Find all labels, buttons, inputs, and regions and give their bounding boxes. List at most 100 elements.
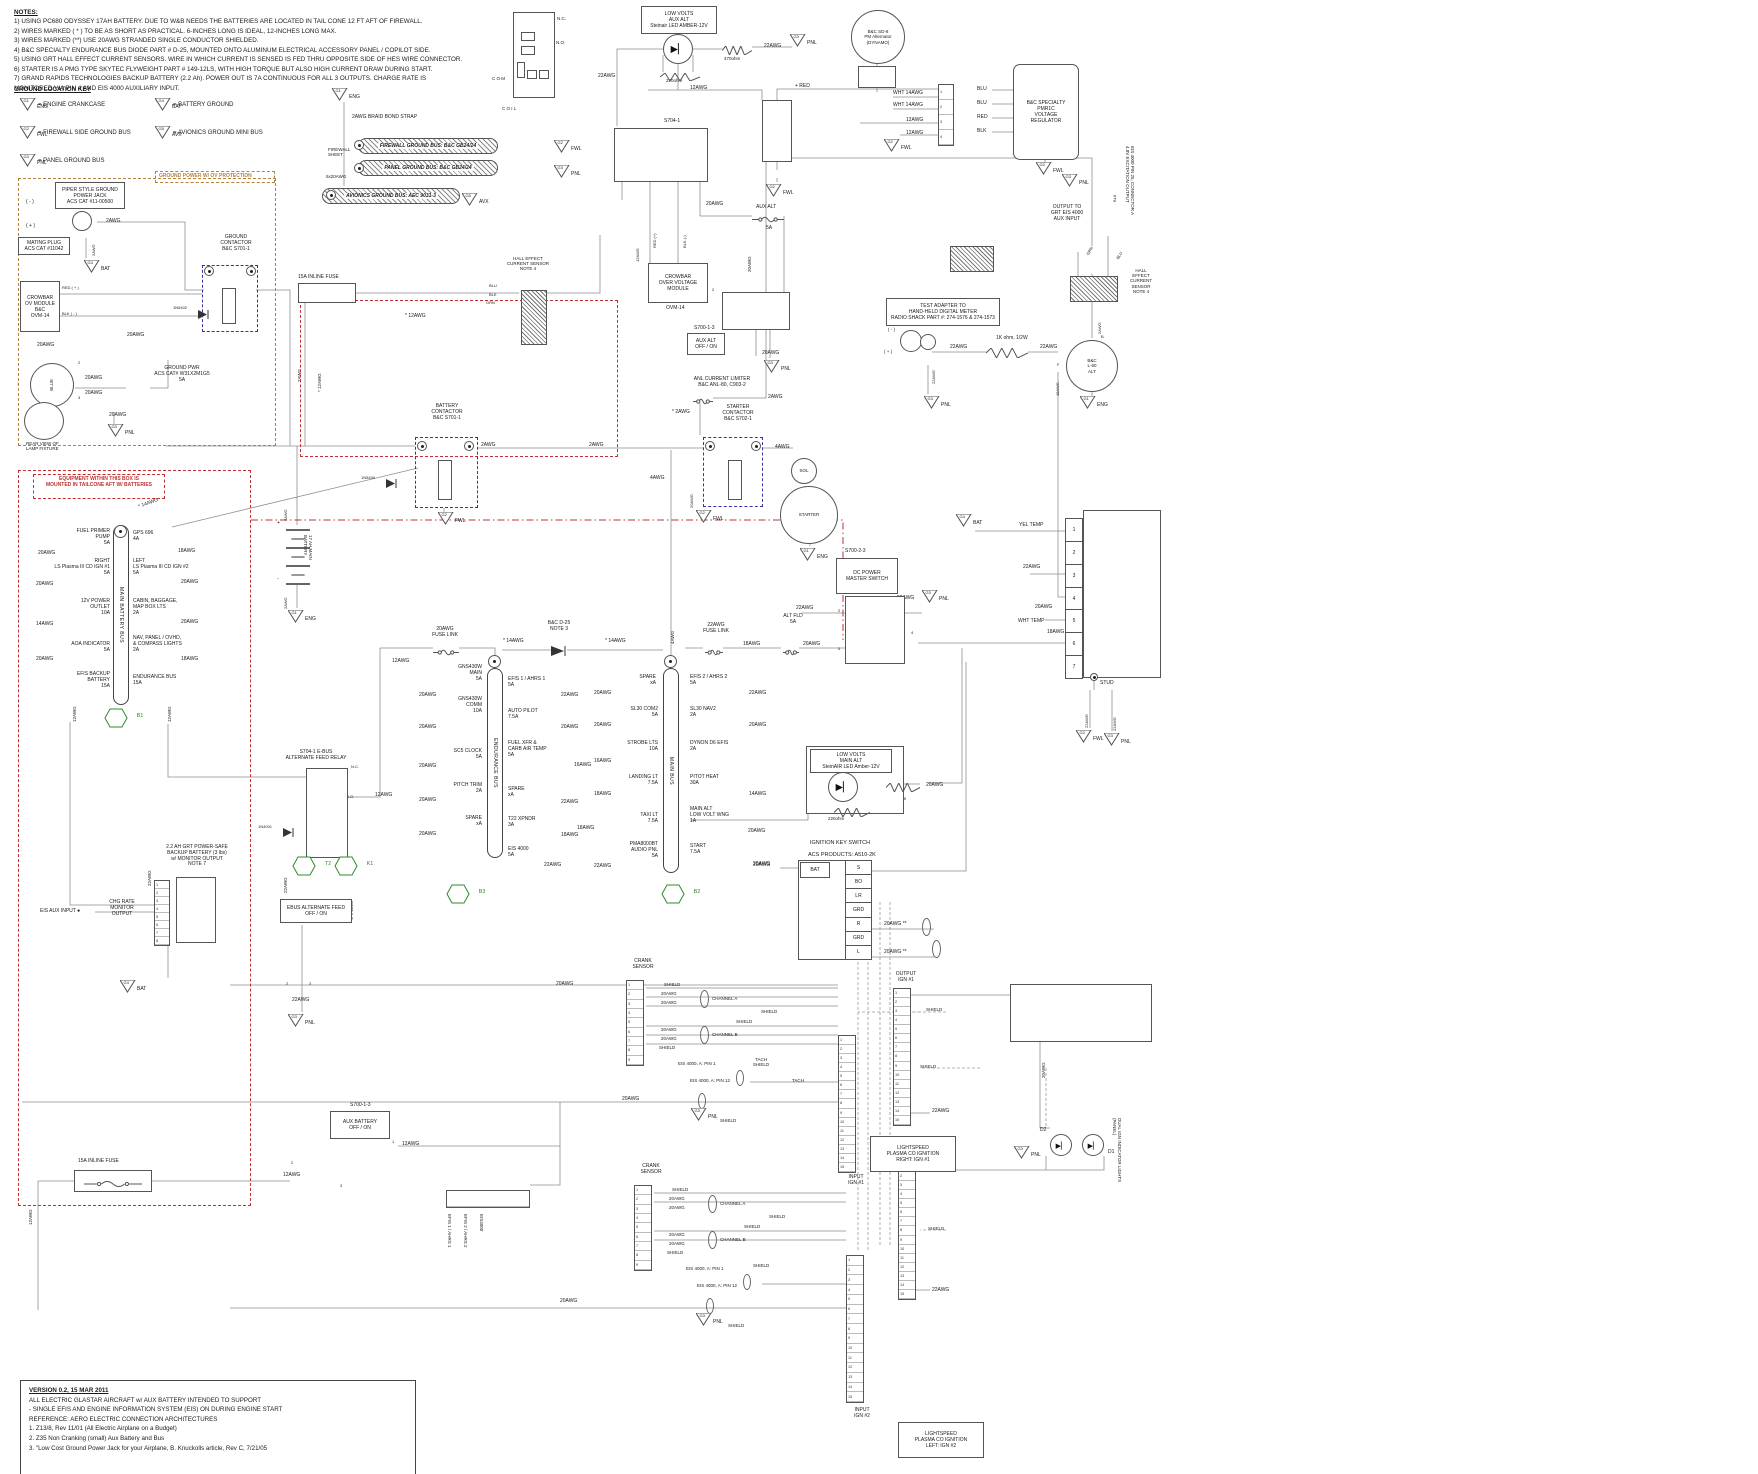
label-200: 20AWG (753, 861, 771, 867)
battery-contactor-coil (438, 460, 452, 500)
label-139: NAV, PANEL / OVHD, & COMPASS LIGHTS 2A (133, 635, 182, 653)
label-135: CABIN, BAGGAGE, MAP BOX LTS 2A (133, 598, 178, 616)
label-130: 20AWG (36, 581, 54, 587)
label-28: 2 (712, 287, 715, 292)
dc-master-switch-body (845, 596, 905, 664)
ground-power-ov-box (18, 178, 276, 446)
label-118: 4 (911, 630, 914, 635)
ground-contactor-coil (222, 288, 236, 324)
label-57: 20AWG (127, 332, 145, 338)
label-23: RED (+) (652, 233, 657, 248)
hex-b3: B3 (446, 884, 485, 904)
battery-bus-stud (114, 525, 127, 538)
label-232: 20AWG (661, 1036, 677, 1041)
label-237: EIS 4000, A: PIN 12 (690, 1078, 731, 1083)
relay-s704-label: S704-1 (664, 118, 681, 124)
version-line-2: ALL ELECTRIC GLASTAR AIRCRAFT w/ AUX BAT… (29, 1396, 261, 1404)
relay-detail-coil: C O I L (502, 106, 517, 111)
label-136: 20AWG (181, 619, 199, 625)
dual-ign-table-box (1010, 984, 1152, 1042)
main-battery-bus: MAIN BATTERY BUS (113, 525, 129, 705)
label-206: 1N4001 (258, 824, 273, 829)
label-166: EFIS 1 / AHRS 1 5A (508, 676, 546, 688)
main-470ohm (885, 779, 921, 794)
label-218: 20AWG (926, 782, 944, 788)
version-title: VERSION 0.2, 15 MAR 2011 (29, 1387, 109, 1394)
test-plug-outer (900, 330, 922, 352)
label-176: EIS 4000 5A (508, 846, 529, 858)
tailcone-box-main (18, 470, 251, 1206)
label-269: 20AWG (560, 1298, 578, 1304)
lr3c-controller-box (1083, 510, 1161, 678)
label-128: 18AWG (178, 548, 196, 554)
main-220ohm (833, 804, 871, 819)
relay-detail-coil1 (527, 70, 537, 79)
hex-t2: T2 (292, 856, 331, 876)
notes-block: NOTES: 1) USING PC680 ODYSSEY 17AH BATTE… (14, 8, 574, 93)
label-141: EFIS BACKUP BATTERY 15A (76, 671, 110, 689)
label-83: GRN (1085, 245, 1094, 256)
label-268: EIS 4000, A: PIN 12 (697, 1283, 738, 1288)
label-58: 20AWG (37, 342, 55, 348)
label-115: 5 (838, 646, 841, 651)
s704-1-relay (614, 128, 708, 182)
label-11: 22AWG (764, 43, 782, 49)
label-258: 20AWG (669, 1205, 685, 1210)
label-274: 2 (291, 1160, 294, 1165)
led-d1: ▶▏ (1082, 1134, 1104, 1156)
firewall-ground-bus: FIREWALL GROUND BUS: B&C GB24/24 (358, 138, 498, 154)
label-131: LEFT LS Plasma III CD IGN #2 5A (133, 558, 189, 576)
label-205: 12AWG (375, 792, 393, 798)
label-37: 2AWG (589, 442, 604, 448)
label-82: BLK (1112, 194, 1117, 202)
crank1-label: CRANK SENSOR (632, 958, 654, 970)
label-137: AOA INDICATOR 5A (71, 641, 110, 653)
label-56: BLK ( - ) (62, 311, 77, 316)
ground-contactor-frame (202, 265, 258, 332)
label-173: 22AWG (561, 799, 579, 805)
label-30: * 2AWG (672, 409, 690, 415)
label-183: 16AWG (594, 758, 612, 764)
label-122: ALT FLD 5A (783, 613, 803, 625)
label-207: 22AWG (283, 877, 288, 893)
in-ign2-label: INPUT IGN #2 (854, 1407, 870, 1419)
lamp-rear-view (24, 402, 64, 440)
main-low-volts-led: ▶▏ (828, 772, 858, 802)
note-7: 7) GRAND RAPIDS TECHNOLOGIES BACKUP BATT… (14, 75, 427, 83)
label-156: GNS430W MAIN 5A (458, 664, 482, 682)
label-78: RED (977, 114, 988, 120)
endurance-bus-stud (488, 655, 501, 668)
aux-alt-switch (722, 292, 790, 330)
fwl-bus-stud (354, 140, 364, 150)
label-120: 22AWG FUSE LINK (703, 622, 729, 634)
label-226: 20AWG (661, 991, 677, 996)
label-245: SHIELD (920, 1064, 937, 1069)
label-265: SHIELD (667, 1250, 684, 1255)
avionics-ground-bus: AVIONICS GROUND BUS: AEC 9031-3 (322, 188, 460, 204)
label-169: 20AWG (561, 724, 579, 730)
label-49: ( - ) (26, 199, 34, 205)
label-134: 14AWG (36, 621, 54, 627)
d25-label: B&C D-25 NOTE 3 (547, 620, 571, 632)
shield-oval-pwr2 (706, 1298, 714, 1314)
label-51: 2AWG (106, 218, 121, 224)
label-87: B (1101, 334, 1104, 339)
sc-term2 (751, 441, 761, 451)
label-240: 20AWG (622, 1096, 640, 1102)
ebus-fuse-link (433, 644, 459, 656)
label-91: ( + ) (884, 349, 893, 354)
label-161: 20AWG (419, 763, 437, 769)
label-32: 2AWG (768, 394, 783, 400)
label-92: 22AWG (950, 344, 968, 350)
eis-excitation-label: EIS 4000 PIN 25, CONNECTOR A 4.8V EXCITA… (1124, 146, 1135, 215)
